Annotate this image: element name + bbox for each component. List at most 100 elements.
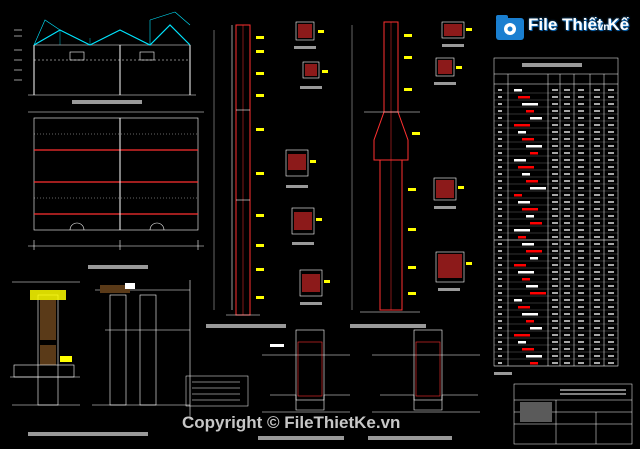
- table-cell-value: [564, 138, 570, 140]
- table-cell-value: [578, 201, 584, 203]
- table-cell-value: [594, 103, 600, 105]
- table-cell-value: [594, 138, 600, 140]
- rebar-shape-sketch: [526, 110, 534, 113]
- table-cell-value: [594, 306, 600, 308]
- table-cell-value: [564, 159, 570, 161]
- table-cell-value: [594, 194, 600, 196]
- table-cell-value: [552, 145, 558, 147]
- table-cell-value: [552, 166, 558, 168]
- table-cell-value: [578, 159, 584, 161]
- rebar-shape-sketch: [526, 320, 534, 323]
- table-cell-value: [564, 173, 570, 175]
- caption-roof-elevation: [72, 100, 142, 104]
- table-cell-value: [578, 166, 584, 168]
- table-cell-value: [578, 362, 584, 364]
- table-cell-value: [552, 222, 558, 224]
- table-cell-value: [564, 103, 570, 105]
- table-cell-value: [594, 271, 600, 273]
- table-cell-value: [608, 334, 614, 336]
- table-cell-value: [608, 271, 614, 273]
- table-cell-value: [594, 96, 600, 98]
- table-cell-value: [608, 208, 614, 210]
- column-a-elevation: [213, 24, 260, 316]
- table-cell-value: [594, 117, 600, 119]
- table-row-number: [498, 145, 502, 147]
- caption-roof-plan: [88, 265, 148, 269]
- table-row-number: [498, 348, 502, 350]
- table-cell-value: [564, 187, 570, 189]
- table-cell-value: [608, 194, 614, 196]
- table-cell-value: [594, 145, 600, 147]
- table-cell-value: [578, 250, 584, 252]
- table-cell-value: [564, 180, 570, 182]
- column-b-labels: [404, 34, 420, 295]
- table-cell-value: [578, 348, 584, 350]
- table-cell-value: [552, 103, 558, 105]
- table-cell-value: [594, 166, 600, 168]
- table-cell-value: [578, 124, 584, 126]
- table-row-number: [498, 264, 502, 266]
- table-cell-value: [608, 313, 614, 315]
- table-row-number: [498, 159, 502, 161]
- table-cell-value: [594, 180, 600, 182]
- table-cell-value: [608, 264, 614, 266]
- rebar-shape-sketch: [514, 194, 522, 197]
- table-row-number: [498, 292, 502, 294]
- table-cell-value: [552, 180, 558, 182]
- table-row-number: [498, 124, 502, 126]
- table-cell-value: [608, 96, 614, 98]
- table-cell-value: [594, 292, 600, 294]
- table-row-number: [498, 257, 502, 259]
- table-cell-value: [552, 278, 558, 280]
- table-cell-value: [594, 187, 600, 189]
- rebar-shape-sketch: [526, 180, 538, 183]
- caption-wall-detail: [28, 432, 148, 436]
- table-cell-value: [594, 320, 600, 322]
- table-cell-value: [564, 110, 570, 112]
- rebar-shape-sketch: [518, 236, 526, 239]
- table-cell-value: [552, 355, 558, 357]
- table-cell-value: [552, 292, 558, 294]
- table-row-number: [498, 278, 502, 280]
- table-row-number: [498, 173, 502, 175]
- table-cell-value: [578, 131, 584, 133]
- rebar-shape-sketch: [518, 271, 534, 274]
- rebar-shape-sketch: [522, 208, 538, 211]
- table-cell-value: [608, 173, 614, 175]
- rebar-shape-sketch: [530, 117, 542, 120]
- rebar-shape-sketch: [522, 103, 538, 106]
- table-cell-value: [608, 152, 614, 154]
- table-cell-value: [608, 215, 614, 217]
- table-cell-value: [594, 89, 600, 91]
- table-cell-value: [564, 341, 570, 343]
- table-cell-value: [594, 215, 600, 217]
- logo-text: File Thiết Kế: [528, 15, 630, 34]
- table-cell-value: [578, 355, 584, 357]
- table-cell-value: [552, 236, 558, 238]
- table-cell-value: [608, 229, 614, 231]
- table-cell-value: [564, 271, 570, 273]
- table-row-number: [498, 243, 502, 245]
- table-cell-value: [578, 264, 584, 266]
- rebar-shape-sketch: [514, 159, 526, 162]
- table-cell-value: [564, 285, 570, 287]
- caption-footing-a: [258, 436, 344, 440]
- table-cell-value: [578, 299, 584, 301]
- table-cell-value: [608, 145, 614, 147]
- table-cell-value: [594, 173, 600, 175]
- table-row-number: [498, 110, 502, 112]
- notes-block: [185, 375, 249, 407]
- table-cell-value: [608, 306, 614, 308]
- table-cell-value: [608, 348, 614, 350]
- table-cell-value: [578, 110, 584, 112]
- table-cell-value: [608, 89, 614, 91]
- table-cell-value: [608, 292, 614, 294]
- table-row-number: [498, 250, 502, 252]
- rebar-shape-sketch: [526, 355, 542, 358]
- table-cell-value: [608, 138, 614, 140]
- rebar-shape-sketch: [522, 313, 538, 316]
- table-row-number: [498, 327, 502, 329]
- table-cell-value: [594, 124, 600, 126]
- table-cell-value: [552, 110, 558, 112]
